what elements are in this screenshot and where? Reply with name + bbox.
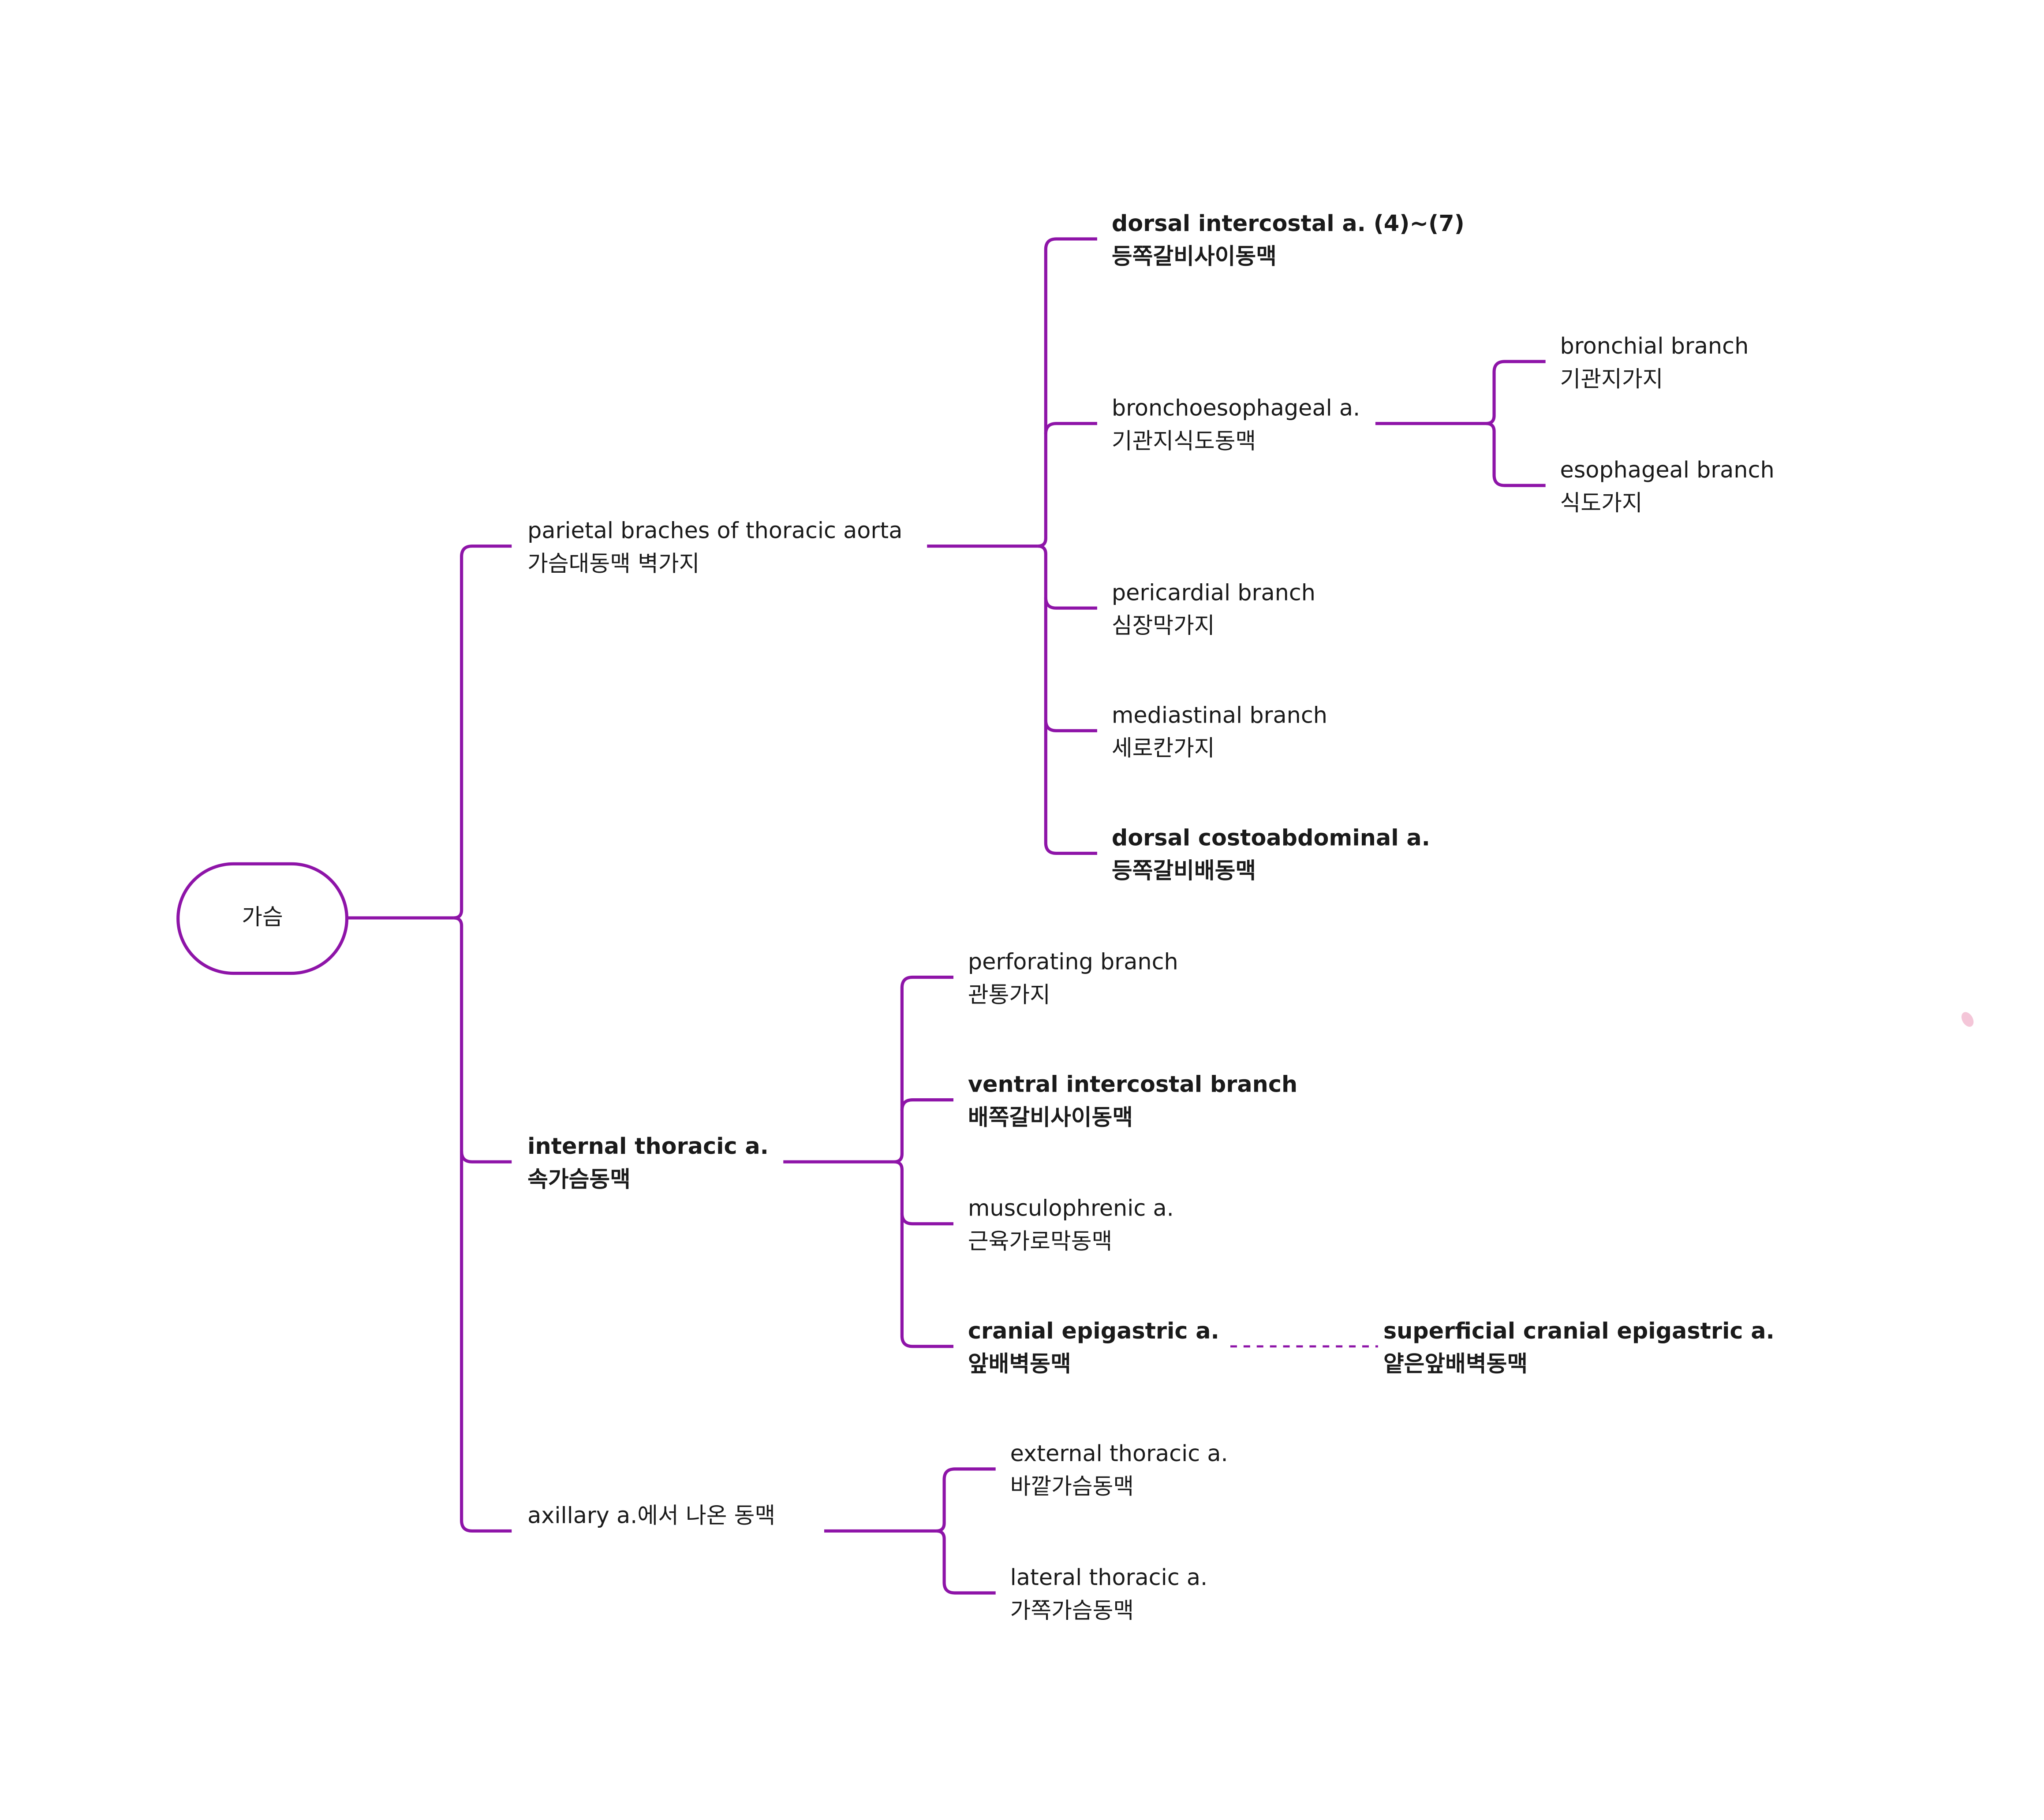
node-label-ko: 가슴대동맥 벽가지 bbox=[527, 550, 699, 576]
node-label-ko: 얕은앞배벽동맥 bbox=[1383, 1351, 1528, 1377]
bronchoesophageal-connector-branch bbox=[1486, 360, 1546, 425]
node-label-en: cranial epigastric a. bbox=[968, 1318, 1219, 1344]
root-node-shape bbox=[176, 862, 349, 975]
nodes: 가슴 parietal braches of thoracic aorta 가슴대동… bbox=[176, 210, 1775, 1623]
node-parietal-0[interactable]: dorsal intercostal a. (4)~(7) 등쪽갈비사이동맥 bbox=[1112, 210, 1465, 269]
root-connector-branch bbox=[453, 916, 512, 1533]
node-label-ko: 등쪽갈비배동맥 bbox=[1112, 858, 1256, 884]
root-connector-branch bbox=[453, 545, 512, 920]
node-label-en: internal thoracic a. bbox=[527, 1133, 769, 1159]
node-label-en: mediastinal branch bbox=[1112, 702, 1327, 728]
node-label-ko: 식도가지 bbox=[1560, 490, 1643, 516]
node-label-en: pericardial branch bbox=[1112, 579, 1315, 605]
parietal-connector-branch bbox=[1044, 720, 1097, 732]
node-parietal-1[interactable]: bronchoesophageal a. 기관지식도동맥 bbox=[1112, 395, 1360, 454]
node-internal-3[interactable]: cranial epigastric a. 앞배벽동맥 bbox=[968, 1318, 1219, 1377]
node-label-en: bronchial branch bbox=[1560, 333, 1749, 359]
node-label-en: axillary a.에서 나온 동맥 bbox=[527, 1503, 775, 1529]
parietal-connector-branch bbox=[1038, 545, 1097, 855]
node-label-en: dorsal costoabdominal a. bbox=[1112, 824, 1430, 850]
node-parietal-3[interactable]: mediastinal branch 세로칸가지 bbox=[1112, 702, 1327, 761]
bronchoesophageal-connector-branch bbox=[1486, 421, 1546, 487]
node-label-ko: 근육가로막동맥 bbox=[968, 1228, 1112, 1254]
node-label-en: bronchoesophageal a. bbox=[1112, 395, 1360, 421]
node-label-ko: 바깥가슴동맥 bbox=[1010, 1473, 1134, 1499]
node-label-en: parietal braches of thoracic aorta bbox=[527, 518, 902, 544]
node-label-ko: 속가슴동맥 bbox=[527, 1166, 631, 1192]
node-label-ko: 등쪽갈비사이동맥 bbox=[1112, 243, 1277, 269]
node-level1-1[interactable]: internal thoracic a. 속가슴동맥 bbox=[527, 1133, 769, 1192]
node-label-ko: 기관지식도동맥 bbox=[1112, 428, 1256, 454]
node-label-ko: 기관지가지 bbox=[1560, 366, 1663, 392]
node-parietal-2[interactable]: pericardial branch 심장막가지 bbox=[1112, 579, 1315, 638]
axillary-connector-branch bbox=[936, 1467, 996, 1533]
stray-mark bbox=[1961, 1012, 1974, 1027]
parietal-connector-branch bbox=[1044, 597, 1097, 610]
internal-connector-branch bbox=[894, 975, 954, 1164]
node-level1-0[interactable]: parietal braches of thoracic aorta 가슴대동맥 … bbox=[527, 518, 902, 577]
axillary-connector-branch bbox=[936, 1529, 996, 1595]
node-axillary-0[interactable]: external thoracic a. 바깥가슴동맥 bbox=[1010, 1440, 1228, 1499]
node-axillary-1[interactable]: lateral thoracic a. 가쪽가슴동맥 bbox=[1010, 1564, 1208, 1623]
internal-connector-branch bbox=[894, 1160, 954, 1348]
node-internal-1[interactable]: ventral intercostal branch 배쪽갈비사이동맥 bbox=[968, 1071, 1297, 1130]
node-parietal-4[interactable]: dorsal costoabdominal a. 등쪽갈비배동맥 bbox=[1112, 824, 1430, 884]
node-label-ko: 심장막가지 bbox=[1112, 612, 1215, 638]
internal-connector-branch bbox=[900, 1098, 954, 1111]
root-node[interactable]: 가슴 bbox=[176, 862, 349, 975]
node-label-en: perforating branch bbox=[968, 949, 1178, 975]
node-label-ko: 세로칸가지 bbox=[1112, 735, 1215, 761]
node-label-en: musculophrenic a. bbox=[968, 1195, 1174, 1221]
node-level1-2[interactable]: axillary a.에서 나온 동맥 bbox=[527, 1503, 775, 1529]
connector-lines bbox=[347, 237, 1546, 1595]
node-label-en: ventral intercostal branch bbox=[968, 1071, 1297, 1097]
node-label-en: superficial cranial epigastric a. bbox=[1383, 1318, 1775, 1344]
root-node-label: 가슴 bbox=[242, 904, 283, 930]
internal-connector-branch bbox=[900, 1213, 954, 1226]
root-connector-branch bbox=[460, 1151, 512, 1164]
node-bronchoesophageal-1[interactable]: esophageal branch 식도가지 bbox=[1560, 457, 1775, 516]
node-label-ko: 앞배벽동맥 bbox=[968, 1351, 1071, 1377]
node-label-en: external thoracic a. bbox=[1010, 1440, 1228, 1466]
node-label-en: lateral thoracic a. bbox=[1010, 1564, 1208, 1590]
parietal-connector-branch bbox=[1044, 421, 1097, 434]
node-internal-2[interactable]: musculophrenic a. 근육가로막동맥 bbox=[968, 1195, 1174, 1254]
node-bronchoesophageal-0[interactable]: bronchial branch 기관지가지 bbox=[1560, 333, 1749, 392]
node-label-en: esophageal branch bbox=[1560, 457, 1775, 483]
parietal-connector-branch bbox=[1038, 237, 1097, 548]
node-label-ko: 관통가지 bbox=[968, 981, 1050, 1007]
node-internal-0[interactable]: perforating branch 관통가지 bbox=[968, 949, 1178, 1008]
node-label-ko: 배쪽갈비사이동맥 bbox=[968, 1104, 1133, 1130]
node-label-en: dorsal intercostal a. (4)~(7) bbox=[1112, 210, 1465, 236]
node-superficial-cranial-epigastric[interactable]: superficial cranial epigastric a. 얕은앞배벽동맥 bbox=[1383, 1318, 1775, 1377]
node-label-ko: 가쪽가슴동맥 bbox=[1010, 1597, 1134, 1623]
